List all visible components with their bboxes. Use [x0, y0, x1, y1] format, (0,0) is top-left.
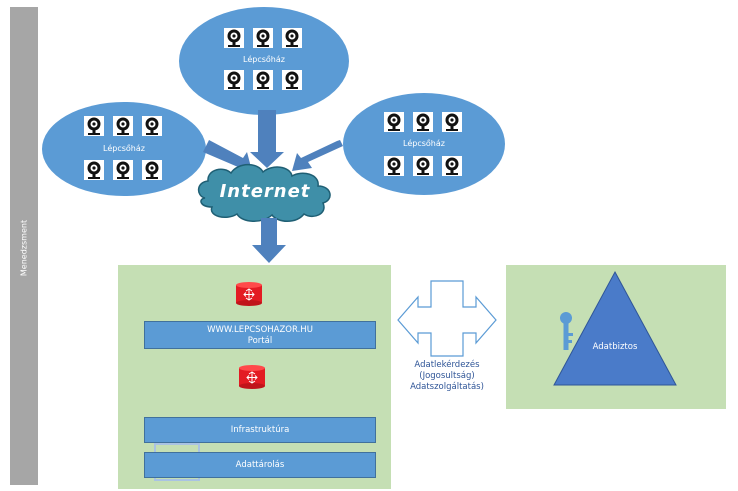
database-icon: [238, 364, 266, 390]
portal-label: Portál: [247, 336, 273, 346]
infrastructure-label: Infrastruktúra: [230, 425, 290, 435]
authorization-label: (Jogosultság): [419, 371, 475, 381]
stairwell-label-right: Lépcsőház: [403, 139, 445, 148]
arrow-right-in: [292, 140, 343, 171]
stairwell-ellipse-left: [42, 102, 206, 196]
management-sidebar: [10, 7, 38, 485]
internet-label: Internet: [219, 181, 311, 202]
trustee-triangle: [553, 270, 677, 386]
stairwell-ellipse-right: [343, 93, 505, 195]
stairwell-label-top: Lépcsőház: [243, 55, 285, 64]
arrow-internet-to-portal: [252, 218, 286, 263]
data-exchange-label: Adatlekérdezés (Jogosultság) Adatszolgál…: [397, 360, 497, 393]
arrow-left-in: [203, 140, 252, 173]
stairwell-label-left: Lépcsőház: [103, 144, 145, 153]
infrastructure-bar: Infrastruktúra: [144, 417, 376, 443]
storage-label: Adattárolás: [235, 460, 285, 470]
storage-bar: Adattárolás: [144, 452, 376, 478]
data-query-label: Adatlekérdezés: [414, 360, 480, 370]
database-icon: [235, 281, 263, 307]
portal-url: WWW.LEPCSOHAZOR.HU: [207, 325, 313, 335]
arrow-top-down: [250, 110, 284, 168]
data-service-label: Adatszolgáltatás): [410, 382, 484, 392]
trustee-label: Adatbiztos: [592, 342, 638, 352]
cloud-icon: [197, 163, 331, 222]
data-exchange-arrow: [397, 280, 497, 357]
key-icon: [560, 312, 573, 350]
portal-bar: WWW.LEPCSOHAZOR.HU Portál: [144, 321, 376, 349]
stairwell-ellipse-top: [179, 7, 349, 115]
